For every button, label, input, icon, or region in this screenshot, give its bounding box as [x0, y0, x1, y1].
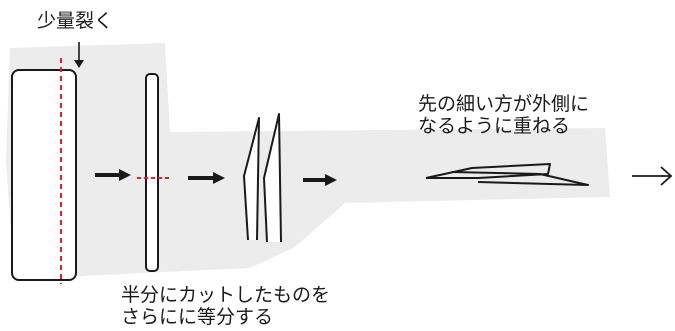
divide-instruction-line1: 半分にカットしたものを	[121, 284, 331, 306]
down-arrow-icon	[74, 42, 84, 68]
right-arrow-icon	[188, 172, 225, 184]
right-arrow-icon	[632, 166, 673, 186]
right-arrow-icon	[303, 174, 337, 186]
torn-half	[145, 73, 159, 272]
divide-instruction-line2: さらにに等分する	[121, 306, 274, 328]
divide-instruction: 半分にカットしたものを さらにに等分する	[121, 284, 330, 328]
right-arrow-icon	[95, 169, 131, 181]
quartered-strip-left	[243, 117, 260, 241]
overlapped-strips	[425, 163, 589, 186]
overlap-instruction-line1: 先の細い方が外側に	[418, 93, 590, 115]
whole-leaf	[11, 69, 77, 281]
quartered-strip-right	[263, 113, 282, 243]
overlap-instruction-line2: なるように重ねる	[418, 115, 571, 137]
overlap-instruction: 先の細い方が外側に なるように重ねる	[418, 93, 589, 137]
background-shape	[6, 43, 610, 278]
small-tear-label: 少量裂く	[37, 10, 114, 32]
